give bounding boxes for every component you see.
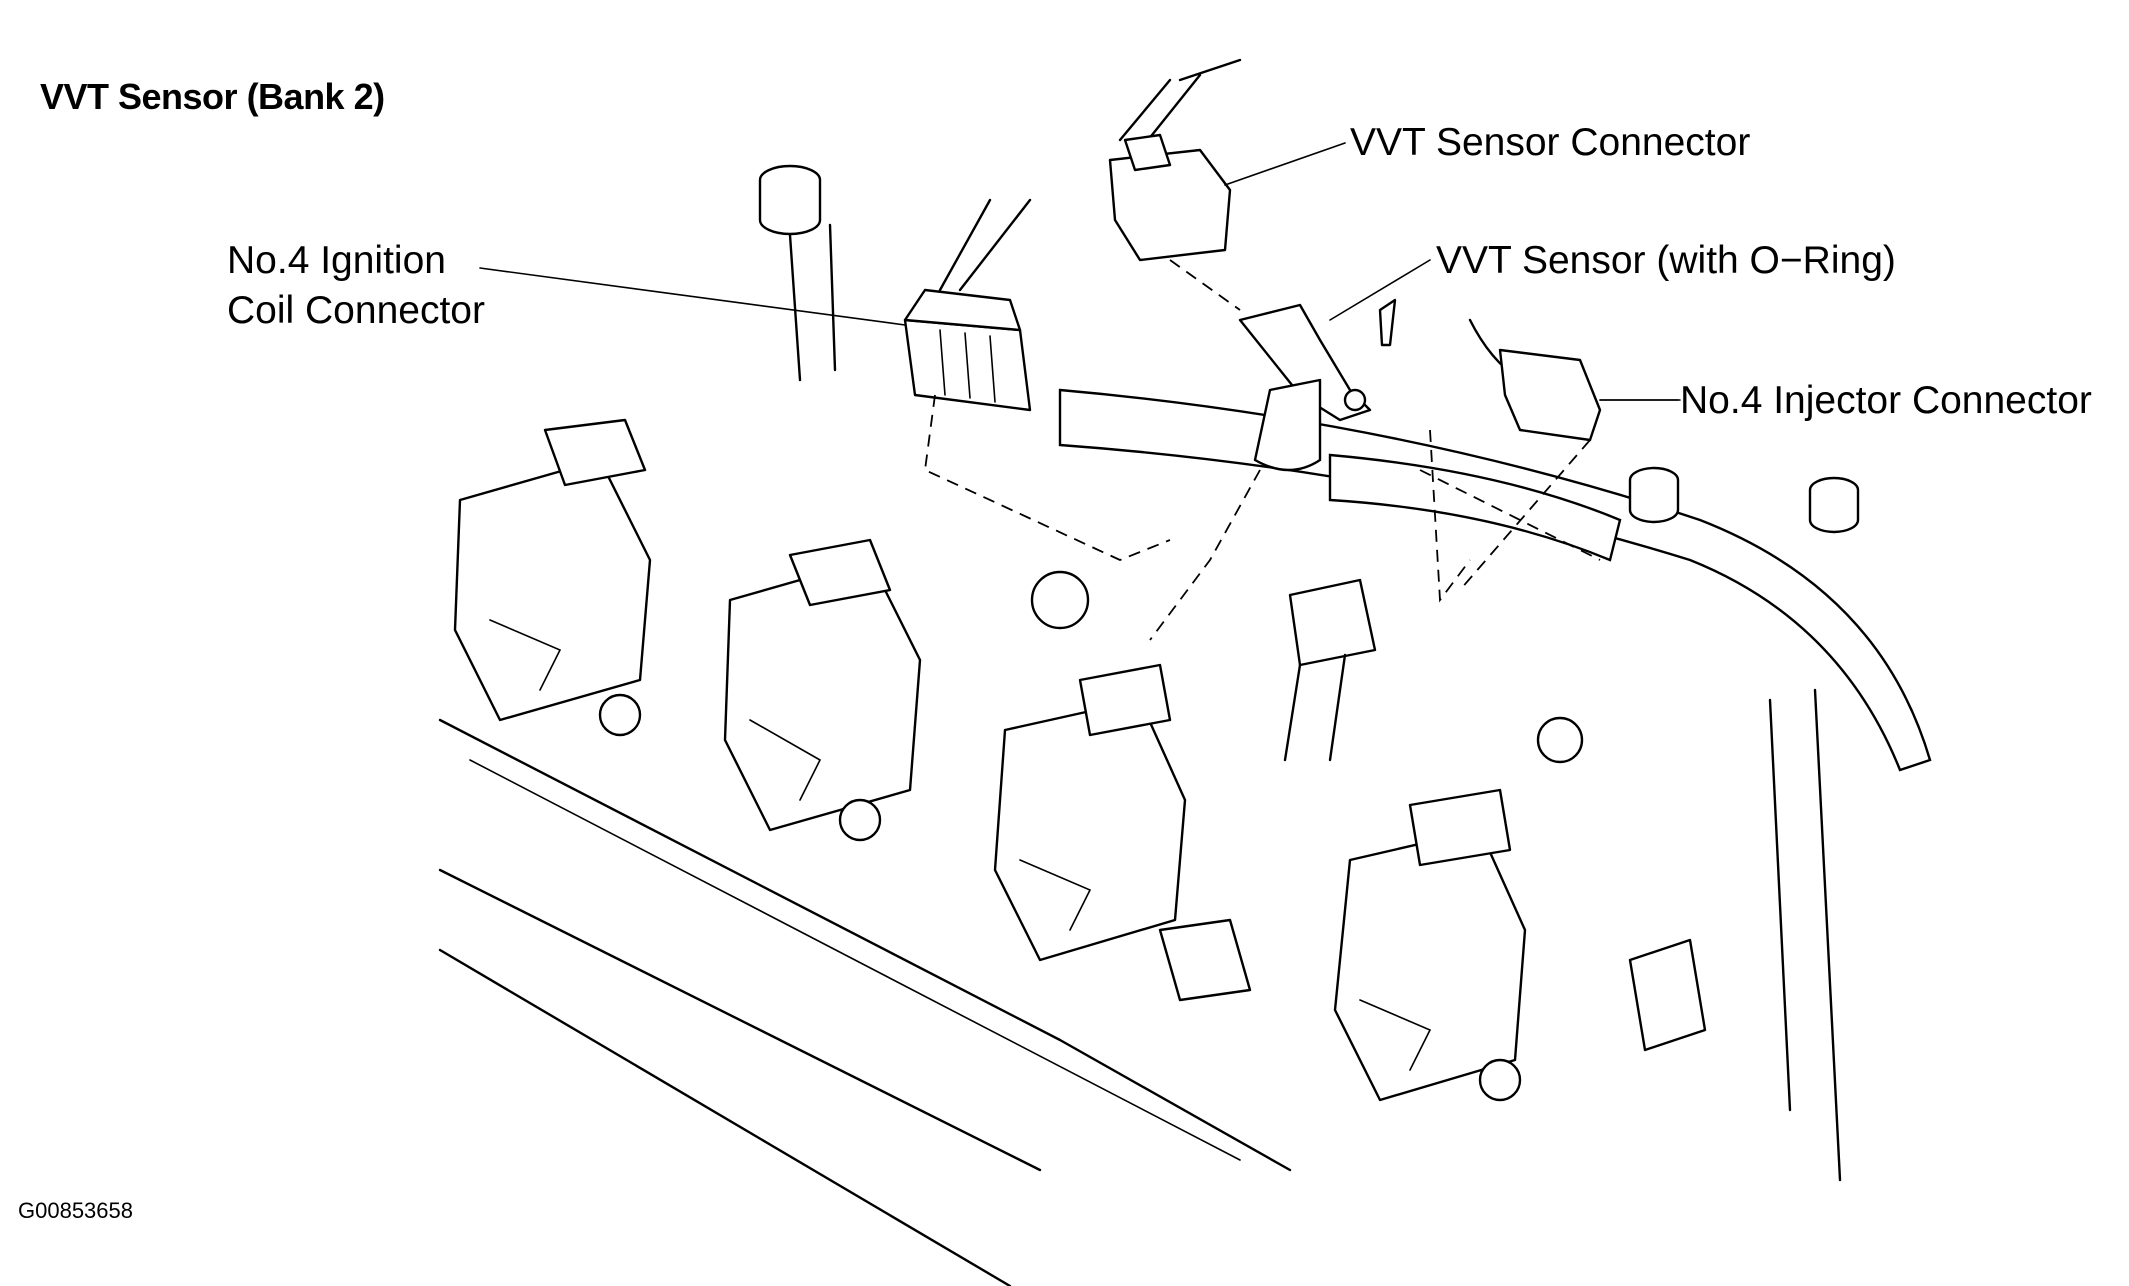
dashed-guides xyxy=(924,259,1601,641)
ignition-coil-connector-part xyxy=(903,288,1032,412)
ignition-coil-3 xyxy=(993,663,1187,962)
ignition-coil-2 xyxy=(723,538,922,842)
callout-vvt-sensor-connector: VVT Sensor Connector xyxy=(1350,121,1751,164)
vvt-sensor-connector-part xyxy=(1108,133,1232,262)
sensor-mount xyxy=(1030,570,1584,1002)
vvt-sensor-part xyxy=(1238,298,1397,472)
injector-connector-part xyxy=(1498,348,1681,442)
wires xyxy=(938,58,1522,382)
callout-ignition-coil-connector: No.4 Ignition Coil Connector xyxy=(227,236,485,336)
leader-lines xyxy=(479,142,1679,401)
ignition-coil-4 xyxy=(1333,788,1527,1102)
harness-hose xyxy=(1058,388,1932,1182)
diagram-title: VVT Sensor (Bank 2) xyxy=(40,76,385,117)
ignition-coil-1 xyxy=(453,418,652,737)
callout-ignition-line2: Coil Connector xyxy=(227,289,485,332)
callout-ignition-line1: No.4 Ignition xyxy=(227,239,446,282)
callout-injector-connector: No.4 Injector Connector xyxy=(1680,379,2092,422)
callout-vvt-sensor: VVT Sensor (with O−Ring) xyxy=(1436,239,1896,282)
studs xyxy=(758,164,1860,534)
cylinder-head-edges xyxy=(438,718,1292,1286)
figure-id: G00853658 xyxy=(18,1198,133,1223)
